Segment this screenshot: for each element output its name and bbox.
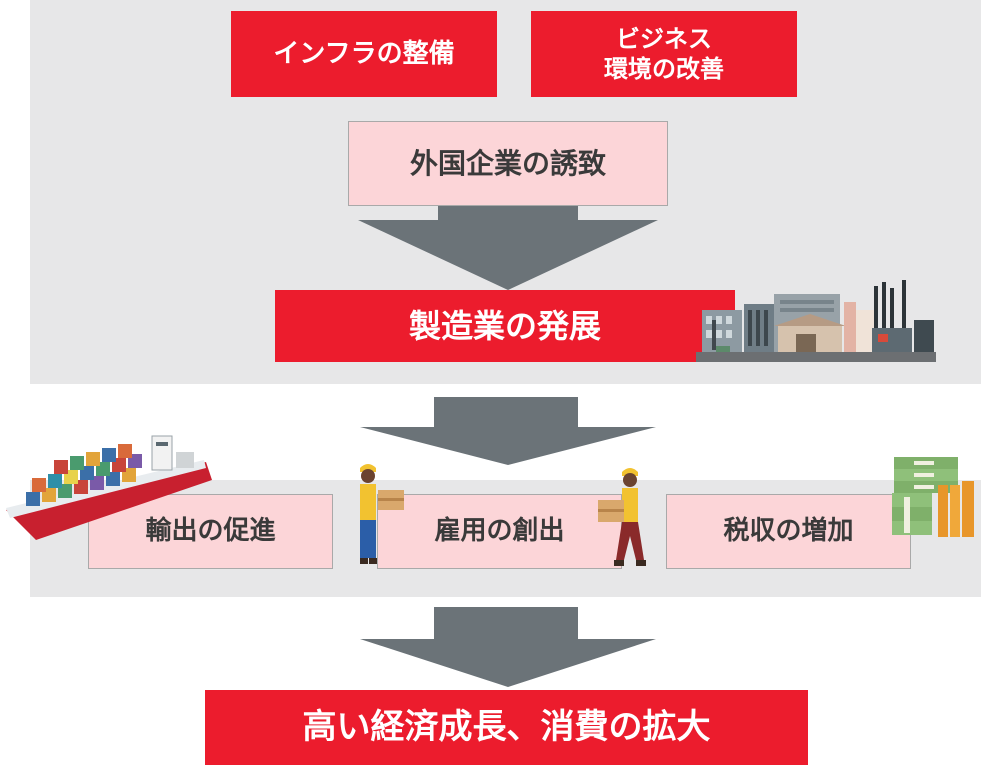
exports-label: 輸出の促進 bbox=[145, 516, 276, 547]
employment-box: 雇用の創出 bbox=[377, 494, 622, 569]
manufacturing-label: 製造業の発展 bbox=[408, 307, 601, 345]
economic-growth-box: 高い経済成長、消費の拡大 bbox=[205, 690, 808, 765]
arrow-down-2 bbox=[360, 397, 656, 465]
container-ship-illustration bbox=[6, 435, 212, 540]
employment-label: 雇用の創出 bbox=[434, 516, 565, 547]
worker-walking-box-illustration bbox=[598, 468, 646, 566]
business-label-line1: ビジネス bbox=[616, 25, 712, 53]
infrastructure-label: インフラの整備 bbox=[273, 38, 455, 69]
economic-growth-label: 高い経済成長、消費の拡大 bbox=[302, 707, 711, 748]
worker-carrying-box-illustration bbox=[360, 464, 404, 564]
arrow-down-3 bbox=[360, 607, 656, 687]
tax-revenue-label: 税収の増加 bbox=[723, 516, 854, 547]
infrastructure-box: インフラの整備 bbox=[231, 11, 497, 97]
arrow-down-1 bbox=[358, 206, 658, 290]
foreign-investment-label: 外国企業の誘致 bbox=[409, 147, 606, 180]
money-stack-illustration bbox=[892, 457, 974, 537]
business-environment-box: ビジネス 環境の改善 bbox=[531, 11, 797, 97]
business-label-line2: 環境の改善 bbox=[604, 55, 724, 83]
manufacturing-box: 製造業の発展 bbox=[275, 290, 735, 362]
tax-revenue-box: 税収の増加 bbox=[666, 494, 911, 569]
factory-illustration bbox=[696, 280, 936, 362]
foreign-investment-box: 外国企業の誘致 bbox=[348, 121, 668, 206]
